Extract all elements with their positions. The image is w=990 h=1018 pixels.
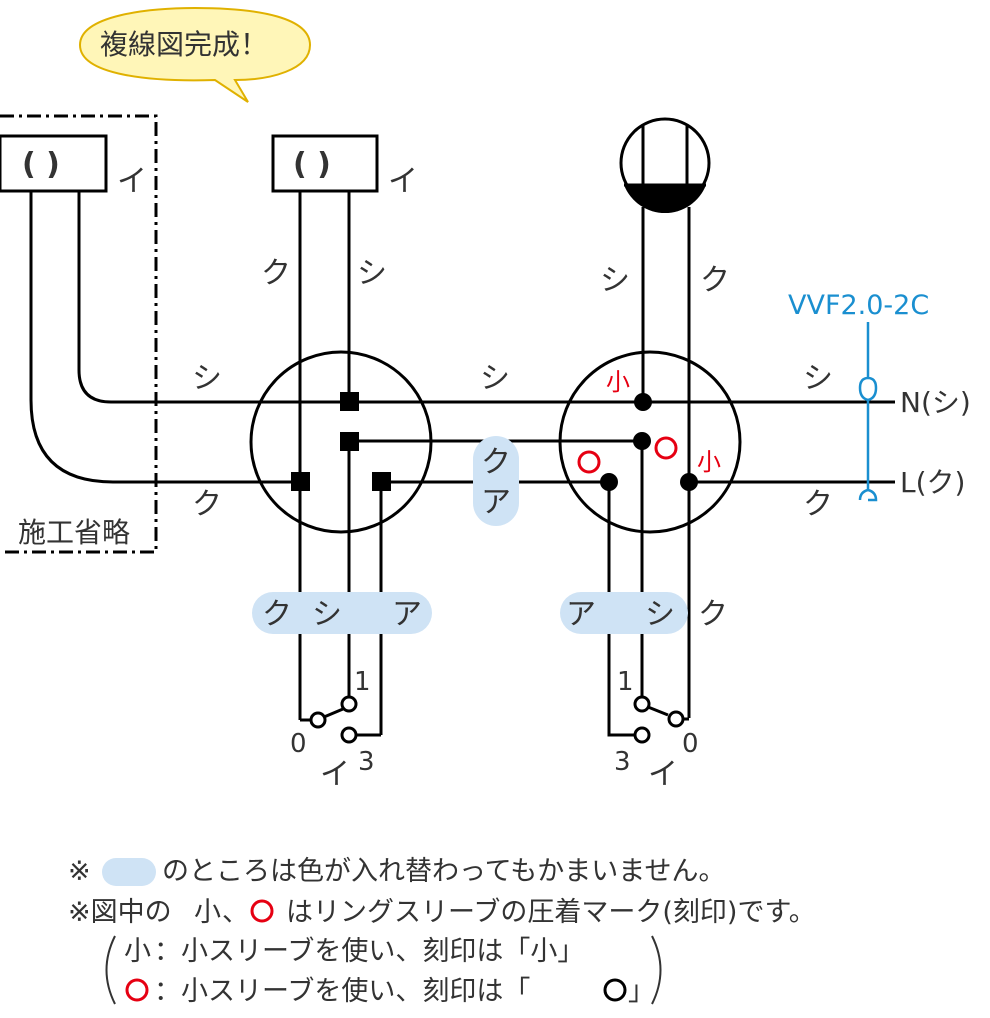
lamp-left-id: イ	[117, 164, 147, 199]
three-way-switch-1: 1 0 3 イ	[290, 667, 381, 792]
notes: ※ のところは色が入れ替わってもかまいません。 ※図中の 小 、 はリングスリー…	[68, 856, 816, 1007]
switch1-terminal-1: 1	[354, 667, 371, 697]
wire-label: シ	[192, 361, 222, 396]
wire-label: ク	[262, 597, 292, 632]
note2-circle-icon	[250, 899, 274, 923]
wire-label: ア	[481, 485, 511, 520]
note1-text: のところは色が入れ替わってもかまいません。	[162, 856, 726, 887]
cable-label: VVF2.0-2C	[788, 290, 929, 321]
wire-label: シ	[600, 263, 630, 298]
note2-pre: ※図中の	[68, 897, 172, 928]
connector-square	[291, 472, 310, 491]
note2-small: 小	[194, 897, 221, 928]
wire-label: シ	[357, 256, 387, 291]
note4-circle-icon	[125, 978, 149, 1002]
switch2-id: イ	[648, 757, 678, 792]
lamp-left-text: ( )	[22, 147, 60, 182]
bubble-text: 複線図完成！	[100, 28, 268, 61]
wire-label: ク	[700, 263, 730, 298]
sleeve-mark-small: 小	[697, 448, 721, 476]
note-highlight-swatch	[102, 858, 156, 886]
wire-left-shi	[77, 191, 895, 404]
three-way-switch-2: 1 0 3 イ	[614, 667, 699, 792]
connector-dot	[680, 473, 698, 491]
switch1-terminal-3: 3	[358, 747, 375, 777]
note2-text: はリングスリーブの圧着マーク(刻印)です。	[286, 897, 816, 928]
switch2-terminal-1: 1	[617, 667, 634, 697]
wire-label: シ	[312, 597, 342, 632]
connector-square	[340, 392, 359, 411]
color-swap-highlight	[252, 592, 432, 634]
terminal-l-label: L(ク)	[900, 466, 965, 499]
connector-dot	[634, 393, 652, 411]
wire-label: ク	[261, 256, 291, 291]
wire-label: ク	[803, 487, 833, 522]
switch2-terminal-0: 0	[682, 729, 699, 759]
note2-sep: 、	[222, 897, 249, 928]
omitted-label: 施工省略	[18, 516, 130, 549]
note3-small: 小	[124, 936, 151, 967]
note4-text-b: 」	[628, 976, 655, 1007]
note4-black-circle-icon	[603, 978, 627, 1002]
terminal-n-label: N(シ)	[900, 386, 971, 419]
lamp-center	[271, 134, 379, 193]
switch1-id: イ	[320, 757, 350, 792]
lamp-center-id: イ	[388, 164, 418, 199]
bracket-right	[651, 935, 662, 1005]
connector-square	[372, 472, 391, 491]
sleeve-mark-small: 小	[606, 368, 630, 396]
wire-label: ク	[698, 597, 728, 632]
lamp-left	[0, 134, 108, 193]
connector-dot	[633, 432, 651, 450]
wire-label: シ	[480, 361, 510, 396]
color-swap-highlight	[560, 592, 688, 634]
note1-pre: ※	[68, 856, 91, 887]
wire-label: シ	[645, 597, 675, 632]
switch2-terminal-3: 3	[614, 747, 631, 777]
wire-label: ク	[481, 445, 511, 480]
note3-text: ：小スリーブを使い、刻印は「小」	[154, 936, 584, 967]
wire-box2-a-down	[607, 482, 634, 737]
switch1-terminal-0: 0	[290, 729, 307, 759]
connector-square	[340, 432, 359, 451]
wire-left-ku	[29, 191, 300, 484]
wire-label: ク	[192, 487, 222, 522]
outlet-icon	[619, 117, 711, 214]
speech-bubble: 複線図完成！	[78, 6, 312, 103]
connector-dot	[600, 473, 618, 491]
color-swap-highlight	[473, 436, 519, 526]
wire-label: シ	[803, 361, 833, 396]
note4-text-a: ：小スリーブを使い、刻印は「	[154, 976, 530, 1007]
omitted-section-border	[0, 114, 158, 554]
cable-bracket-icon	[858, 322, 878, 502]
sleeve-mark-circle-icon	[654, 436, 678, 460]
bracket-left	[105, 935, 116, 1005]
wire-label: ア	[392, 597, 422, 632]
wire-label: ア	[566, 597, 596, 632]
lamp-center-text: ( )	[293, 147, 331, 182]
sleeve-mark-circle-icon	[577, 450, 601, 474]
